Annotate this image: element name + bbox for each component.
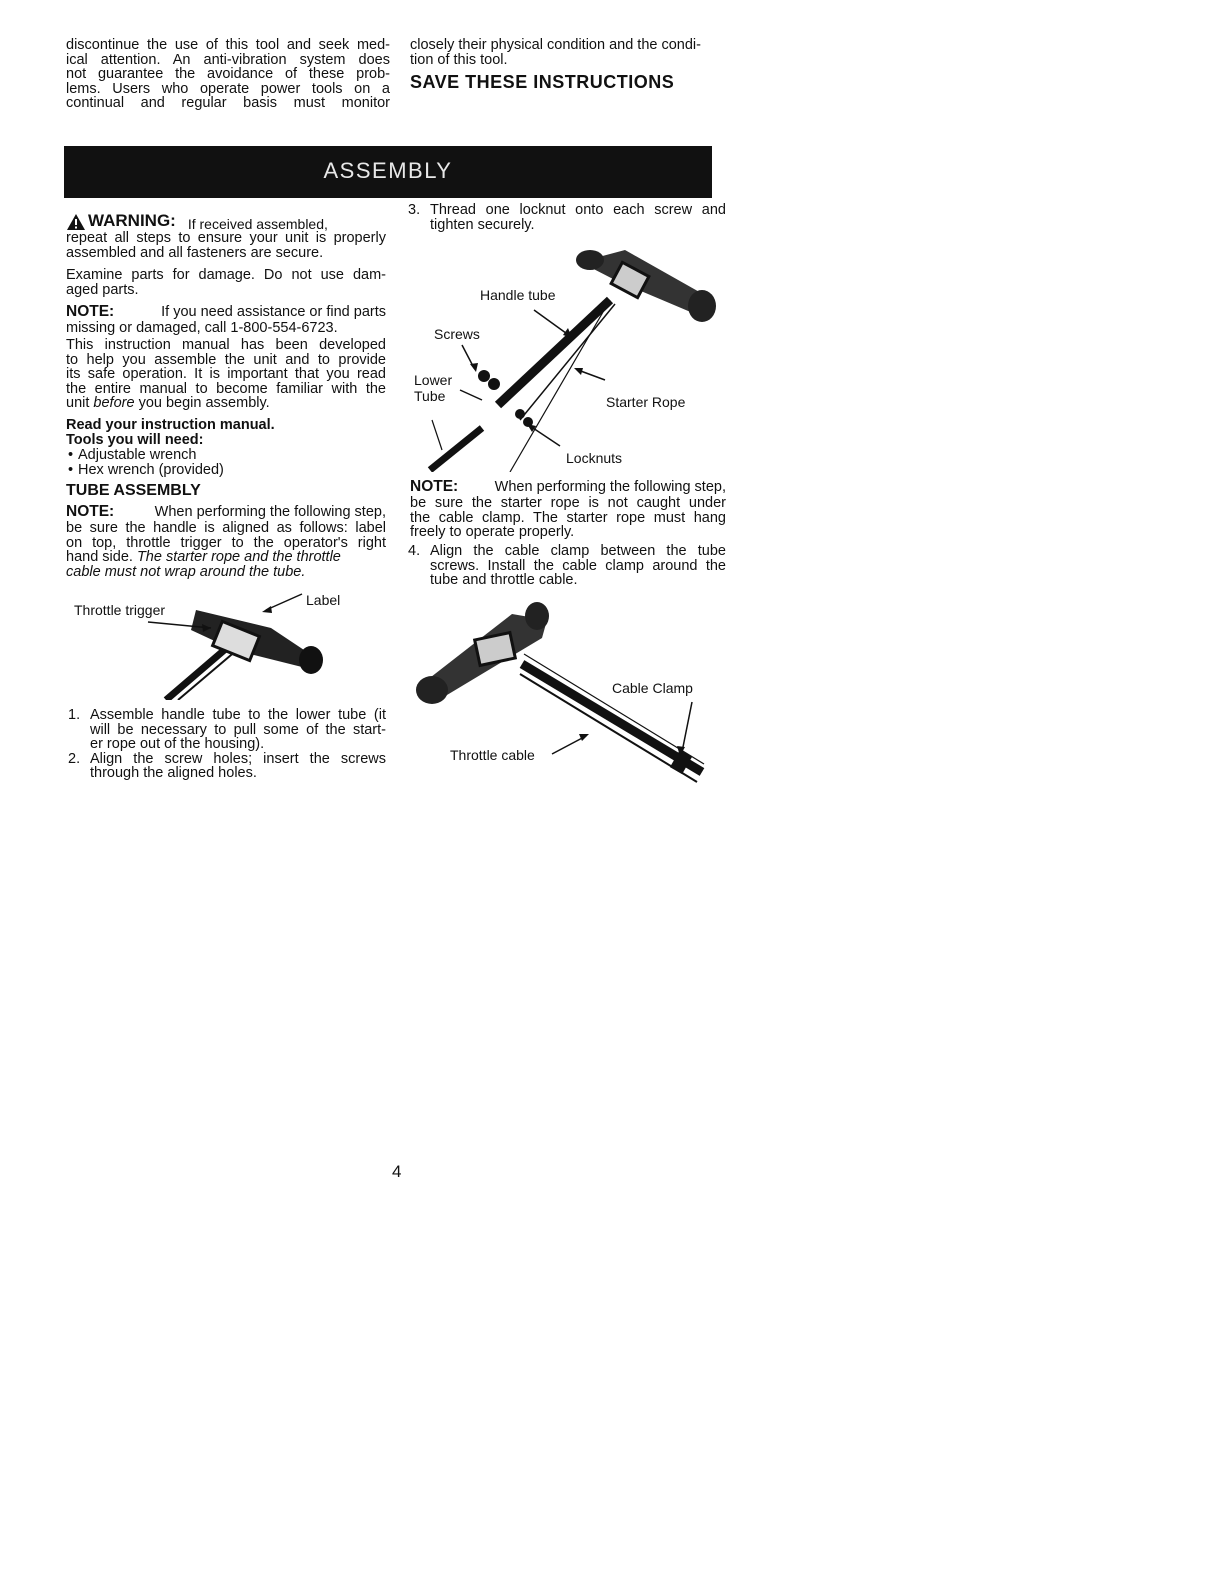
examine-line: aged parts. <box>66 281 139 298</box>
manual-last-prefix: unit <box>66 395 90 411</box>
tube-note-line4-plain: hand side. <box>66 549 133 565</box>
note-label: NOTE: <box>410 478 459 495</box>
examine-line: Examine parts for damage. Do not use dam… <box>66 267 386 283</box>
step-line: Align the cable clamp between the tube <box>430 543 726 559</box>
tube-note-line5: cable must not wrap around the tube. <box>66 563 306 580</box>
tube-note-line: on top, throttle trigger to the operator… <box>66 534 386 551</box>
tube-assembly-note: NOTE: When performing the following step… <box>66 503 386 579</box>
step-item: 3. Thread one locknut onto each screw an… <box>406 203 726 232</box>
manual-line: This instruction manual has been develop… <box>66 337 386 353</box>
intro-right-line: tion of this tool. <box>410 51 508 68</box>
manual-last-suffix: you begin assembly. <box>138 395 270 411</box>
starter-rope-note: NOTE: When performing the following step… <box>410 478 726 540</box>
note-first-line: If you need assistance or find parts <box>161 304 386 320</box>
note-assistance: NOTE: If you need assistance or find par… <box>66 303 386 336</box>
note-last-line: missing or damaged, call 1-800-554-6723. <box>66 320 338 336</box>
tube-note-line: be sure the handle is aligned as follows… <box>66 520 386 536</box>
manual-last-italic: before <box>93 395 135 411</box>
throttle-trigger-label: Throttle trigger <box>74 602 166 618</box>
read-manual-heading: Read your instruction manual. <box>66 417 275 433</box>
lower-label: Lower <box>414 372 453 388</box>
tube-joint-figure: Handle tube Screws Lower Tube Starter Ro… <box>410 240 730 472</box>
tube-note-first: When performing the following step, <box>154 504 386 520</box>
tube-note-line4: hand side. The starter rope and the thro… <box>66 550 386 565</box>
assembly-step-4: 4. Align the cable clamp between the tub… <box>406 544 726 588</box>
locknuts-label: Locknuts <box>566 450 623 466</box>
screws-label: Screws <box>434 326 480 342</box>
step-line: Assemble handle tube to the lower tube (… <box>90 707 386 723</box>
warning-line: assembled and all fasteners are secure. <box>66 244 324 261</box>
manual-last-line: unit before you begin assembly. <box>66 396 386 411</box>
list-item: Hex wrench (provided) <box>66 462 366 478</box>
cable-clamp-label: Cable Clamp <box>612 680 693 696</box>
tools-heading: Tools you will need: <box>66 432 204 448</box>
step-line: will be necessary to pull some of the st… <box>90 721 386 738</box>
tube-joint-illustration <box>427 250 716 472</box>
intro-right-text: closely their physical condition and the… <box>410 38 730 67</box>
list-item: Adjustable wrench <box>66 448 366 463</box>
manual-line: to help you assemble the unit and to pro… <box>66 351 386 368</box>
step-number: 1. <box>68 707 81 723</box>
warning-label: WARNING: <box>88 211 176 230</box>
intro-right-line: closely their physical condition and the… <box>410 37 701 53</box>
step-line: screws. Install the cable clamp around t… <box>430 557 726 574</box>
intro-left-line: continual and regular basis must monitor <box>66 95 390 111</box>
note-label: NOTE: <box>66 303 115 320</box>
handle-figure: Throttle trigger Label <box>66 588 386 700</box>
step-line: Align the screw holes; insert the screws <box>90 750 386 767</box>
step-number: 4. <box>408 543 421 559</box>
manual-line: its safe operation. It is important that… <box>66 366 386 382</box>
step-line: tighten securely. <box>430 216 535 233</box>
warning-first-line: If received assembled, <box>187 215 328 232</box>
intro-left-line: ical attention. An anti-vibration system… <box>66 51 390 68</box>
save-instructions-heading: SAVE THESE INSTRUCTIONS <box>410 72 675 92</box>
note2-first: When performing the following step, <box>494 479 726 495</box>
assembly-step-3: 3. Thread one locknut onto each screw an… <box>406 203 726 232</box>
step-number: 2. <box>68 750 81 767</box>
manual-line: the entire manual to become familiar wit… <box>66 380 386 397</box>
manual-paragraph: This instruction manual has been develop… <box>66 338 386 411</box>
note2-line: be sure the starter rope is not caught u… <box>410 495 726 511</box>
starter-rope-label: Starter Rope <box>606 394 686 410</box>
warning-block: WARNING: If received assembled, repeat a… <box>66 211 386 261</box>
tube-note-line4-italic: The starter rope and the throttle <box>136 549 341 565</box>
step-item: 2. Align the screw holes; insert the scr… <box>66 750 386 781</box>
handle-illustration <box>147 593 323 700</box>
tools-list: Adjustable wrench Hex wrench (provided) <box>66 448 366 477</box>
step-number: 3. <box>408 202 421 218</box>
throttle-cable-label: Throttle cable <box>450 747 535 763</box>
handle-tube-label: Handle tube <box>480 287 556 303</box>
intro-left-text: discontinue the use of this tool and see… <box>66 38 390 111</box>
note2-line: the cable clamp. The starter rope must h… <box>410 509 726 526</box>
page-number: 4 <box>392 1162 402 1181</box>
assembly-banner: ASSEMBLY <box>64 146 712 198</box>
note2-line: freely to operate properly. <box>410 524 575 540</box>
note-label: NOTE: <box>66 503 115 520</box>
step-line: er rope out of the housing). <box>90 736 265 752</box>
step-line: through the aligned holes. <box>90 765 257 781</box>
tube-label: Tube <box>414 388 446 404</box>
intro-left-line: lems. Users who operate power tools on a <box>66 80 390 97</box>
label-callout: Label <box>306 592 341 608</box>
step-line: tube and throttle cable. <box>430 572 578 588</box>
warning-triangle-icon <box>67 214 85 230</box>
examine-paragraph: Examine parts for damage. Do not use dam… <box>66 268 386 297</box>
tube-assembly-heading: TUBE ASSEMBLY <box>66 482 201 499</box>
step-item: 4. Align the cable clamp between the tub… <box>406 544 726 588</box>
intro-left-line: discontinue the use of this tool and see… <box>66 37 390 53</box>
step-line: Thread one locknut onto each screw and <box>430 202 726 218</box>
step-item: 1. Assemble handle tube to the lower tub… <box>66 708 386 752</box>
intro-left-line: not guarantee the avoidance of these pro… <box>66 66 390 82</box>
cable-clamp-illustration <box>416 602 705 783</box>
cable-clamp-figure: Cable Clamp Throttle cable <box>412 594 712 786</box>
warning-line: repeat all steps to ensure your unit is … <box>66 230 386 246</box>
assembly-steps-left: 1. Assemble handle tube to the lower tub… <box>66 708 386 781</box>
